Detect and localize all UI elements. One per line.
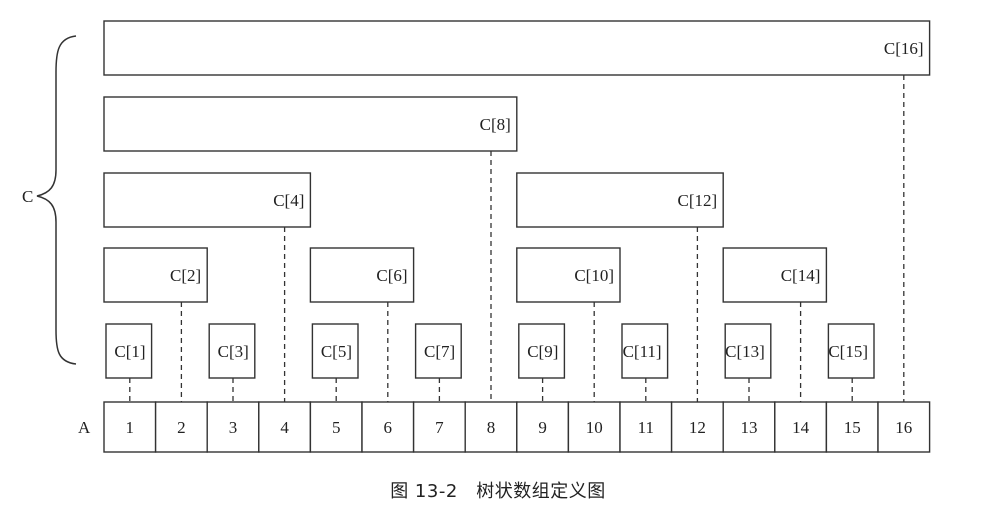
- array-cell-index: 1: [126, 418, 135, 437]
- tree-node-label: C[6]: [376, 266, 407, 285]
- array-cell-index: 12: [689, 418, 706, 437]
- array-cell-index: 8: [487, 418, 496, 437]
- fenwick-tree-diagram: C A C[1] C[2] C[3] C[4] C[5] C[6] C[7] C[8] C[9]…: [22, 20, 931, 453]
- tree-label: C: [22, 187, 33, 206]
- tree-node-box: [208, 323, 256, 379]
- tree-node-label: C[8]: [480, 115, 511, 134]
- array-cell-index: 3: [229, 418, 238, 437]
- array-cell: [619, 401, 673, 453]
- tree-brace: [36, 35, 77, 365]
- tree-node-label: C[2]: [170, 266, 201, 285]
- connector-lines: [129, 75, 905, 402]
- array-cell-index: 14: [792, 418, 810, 437]
- tree-node-label: C[3]: [218, 342, 249, 361]
- array-cell-index: 6: [384, 418, 393, 437]
- tree-node-box: [414, 323, 462, 379]
- tree-node-label: C[14]: [781, 266, 821, 285]
- array-cell: [464, 401, 518, 453]
- tree-node-box: [105, 323, 153, 379]
- array-cell: [154, 401, 208, 453]
- tree-node-label: C[5]: [321, 342, 352, 361]
- array-cell: [567, 401, 621, 453]
- array-cell: [825, 401, 879, 453]
- array-label: A: [78, 418, 91, 437]
- tree-node-label: C[15]: [828, 342, 868, 361]
- figure-caption: 图 13-2 树状数组定义图: [390, 481, 606, 502]
- tree-node-label: C[16]: [884, 39, 924, 58]
- array-cell-index: 2: [177, 418, 186, 437]
- array-cell: [670, 401, 724, 453]
- tree-node-label: C[11]: [623, 342, 662, 361]
- tree-node-box: [103, 172, 312, 228]
- array-cell: [877, 401, 931, 453]
- array-cell-index: 11: [638, 418, 654, 437]
- array-cell: [103, 401, 157, 453]
- tree-node-label: C[1]: [114, 342, 145, 361]
- array-cell: [516, 401, 570, 453]
- tree-node-label: C[13]: [725, 342, 765, 361]
- array-cell-index: 13: [741, 418, 758, 437]
- tree-node-label: C[4]: [273, 191, 304, 210]
- tree-node-box: [722, 247, 828, 303]
- tree-node-label: C[10]: [574, 266, 614, 285]
- tree-nodes: C[1] C[2] C[3] C[4] C[5] C[6] C[7] C[8] C[9] C[10…: [103, 20, 931, 379]
- tree-node-box: [518, 323, 566, 379]
- tree-node-label: C[12]: [678, 191, 718, 210]
- tree-node-box: [516, 247, 621, 303]
- tree-node-box: [103, 20, 931, 76]
- tree-node-box: [311, 323, 359, 379]
- tree-node-box: [621, 323, 669, 379]
- tree-node-label: C[9]: [527, 342, 558, 361]
- array-cell-index: 16: [895, 418, 912, 437]
- tree-node-box: [516, 172, 724, 228]
- array-cell: [206, 401, 260, 453]
- tree-node-box: [103, 96, 518, 152]
- array-cell-index: 10: [586, 418, 603, 437]
- array-cell-index: 7: [435, 418, 444, 437]
- array-cell-index: 4: [280, 418, 289, 437]
- array-cell-index: 5: [332, 418, 341, 437]
- tree-node-box: [724, 323, 772, 379]
- tree-node-box: [309, 247, 415, 303]
- tree-node-label: C[7]: [424, 342, 455, 361]
- tree-node-box: [827, 323, 875, 379]
- array-cell: [412, 401, 466, 453]
- array-cell-index: 9: [538, 418, 547, 437]
- array-cell: [361, 401, 415, 453]
- array-cell-index: 15: [844, 418, 861, 437]
- tree-node-box: [103, 247, 208, 303]
